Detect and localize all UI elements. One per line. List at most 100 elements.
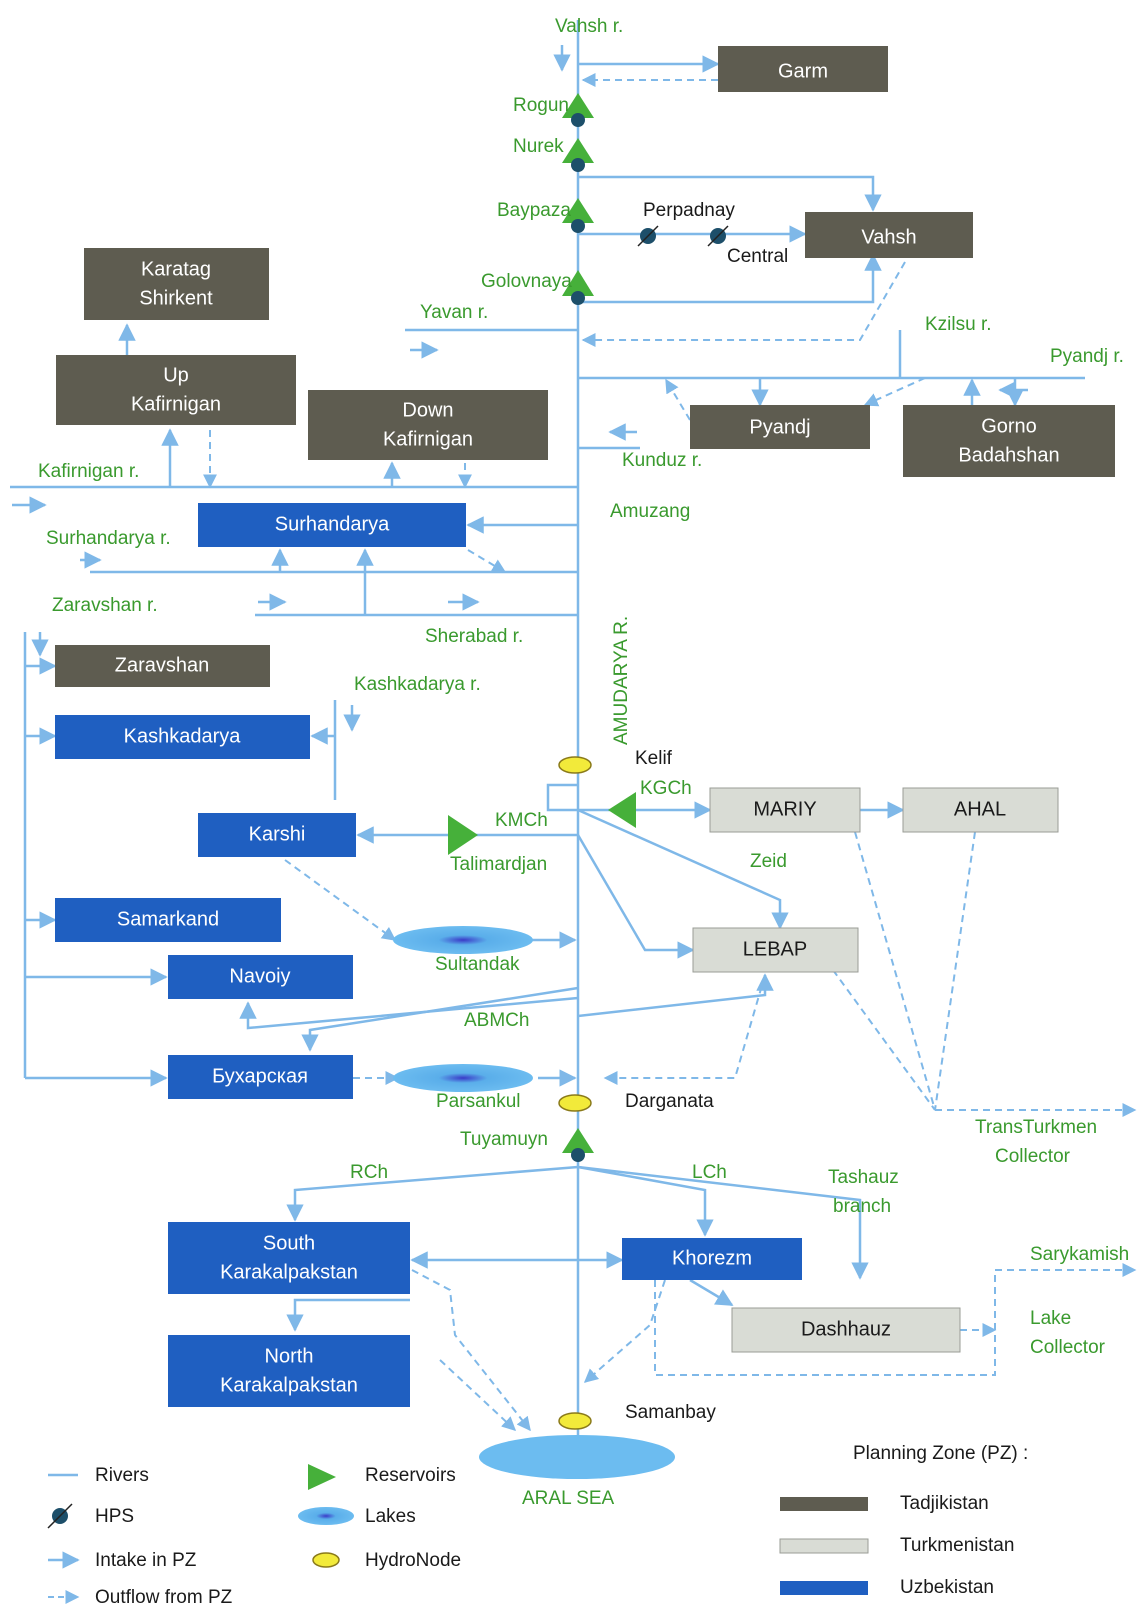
label-rogun: Rogun: [513, 95, 569, 116]
label-amuzang: Amuzang: [610, 501, 690, 522]
legend-intake: Intake in PZ: [95, 1550, 197, 1571]
reservoir-icon: [308, 1464, 336, 1490]
label-vahsh-r: Vahsh r.: [555, 16, 623, 37]
legend-tadjikistan: Tadjikistan: [900, 1493, 989, 1514]
label-branch: branch: [833, 1196, 891, 1217]
svg-text:Samarkand: Samarkand: [117, 908, 219, 930]
svg-text:Karshi: Karshi: [249, 823, 306, 845]
zone-zaravshan: Zaravshan: [55, 645, 270, 687]
zone-kashkadarya: Kashkadarya: [55, 715, 310, 759]
swatch-tadjikistan: [780, 1497, 868, 1511]
reservoir-tuyamuyn: [562, 1128, 594, 1162]
svg-text:South: South: [263, 1232, 315, 1254]
zone-navoiy: Navoiy: [168, 955, 353, 999]
hydronode-icon: [312, 1552, 340, 1568]
zone-south-karakalpakstan: South Karakalpakstan: [168, 1222, 410, 1294]
svg-text:Down: Down: [402, 399, 453, 421]
lake-parsankul: [393, 1064, 533, 1092]
label-kmch: KMCh: [495, 810, 548, 831]
label-sherabad-r: Sherabad r.: [425, 626, 523, 647]
label-kafirnigan-r: Kafirnigan r.: [38, 461, 139, 482]
zone-karshi: Karshi: [198, 813, 356, 857]
legend-outflow: Outflow from PZ: [95, 1587, 233, 1608]
svg-text:Бухарская: Бухарская: [212, 1065, 308, 1087]
label-tashauz: Tashauz: [828, 1167, 899, 1188]
legend-reservoirs: Reservoirs: [365, 1465, 456, 1486]
lake-icon: [298, 1507, 354, 1525]
label-kashkadarya-r: Kashkadarya r.: [354, 674, 481, 695]
label-sultandak: Sultandak: [435, 954, 520, 975]
label-tuyamuyn: Tuyamuyn: [460, 1129, 548, 1150]
legend-hps: HPS: [95, 1506, 134, 1527]
hps-perpadnay-icon: [637, 225, 659, 247]
reservoir-talimardjan: [448, 815, 478, 855]
svg-text:Up: Up: [163, 364, 189, 386]
label-collector: Collector: [995, 1146, 1071, 1167]
legend-uzbekistan: Uzbekistan: [900, 1577, 994, 1598]
svg-text:Navoiy: Navoiy: [229, 965, 290, 987]
label-baypaza: Baypaza: [497, 200, 571, 221]
svg-text:Surhandarya: Surhandarya: [275, 513, 390, 535]
label-lake: Lake: [1030, 1308, 1071, 1329]
svg-text:Kashkadarya: Kashkadarya: [124, 725, 242, 747]
reservoir-rogun: [562, 93, 594, 127]
svg-text:Karakalpakstan: Karakalpakstan: [220, 1374, 358, 1396]
svg-text:Garm: Garm: [778, 60, 828, 82]
svg-text:Karatag: Karatag: [141, 258, 211, 280]
zone-pyandj: Pyandj: [690, 405, 870, 449]
reservoir-baypaza: [562, 198, 594, 233]
label-aral-sea: ARAL SEA: [522, 1488, 615, 1509]
label-amudarya-r: AMUDARYA R.: [611, 616, 632, 745]
label-surhandarya-r: Surhandarya r.: [46, 528, 171, 549]
svg-text:LEBAP: LEBAP: [743, 938, 807, 960]
legend-turkmenistan: Turkmenistan: [900, 1535, 1014, 1556]
zone-down-kafirnigan: Down Kafirnigan: [308, 390, 548, 460]
svg-text:Shirkent: Shirkent: [139, 287, 213, 309]
lake-aral-sea: [479, 1435, 675, 1479]
label-zaravshan-r: Zaravshan r.: [52, 595, 158, 616]
legend-rivers: Rivers: [95, 1465, 149, 1486]
zone-mariy: MARIY: [709, 787, 861, 833]
label-perpadnay: Perpadnay: [643, 200, 735, 221]
hps-icon: [47, 1503, 73, 1529]
hps-central-icon: [707, 225, 729, 247]
svg-text:Karakalpakstan: Karakalpakstan: [220, 1261, 358, 1283]
label-kzilsu-r: Kzilsu r.: [925, 314, 992, 335]
label-kelif: Kelif: [635, 748, 673, 769]
hydronode-darganata: [558, 1094, 592, 1112]
zone-ahal: AHAL: [902, 787, 1059, 833]
label-parsankul: Parsankul: [436, 1091, 521, 1112]
svg-text:North: North: [265, 1345, 314, 1367]
reservoir-nurek: [562, 138, 594, 172]
zone-karatag-shirkent: Karatag Shirkent: [84, 248, 269, 320]
svg-text:Pyandj: Pyandj: [749, 416, 810, 438]
label-golovnaya: Golovnaya: [481, 271, 572, 292]
label-lch: LCh: [692, 1162, 727, 1183]
label-talimardjan: Talimardjan: [450, 854, 547, 875]
svg-text:MARIY: MARIY: [753, 798, 816, 820]
swatch-turkmenistan: [779, 1538, 869, 1554]
zone-bukhara: Бухарская: [168, 1055, 353, 1099]
legend: Rivers HPS Intake in PZ Outflow from PZ …: [47, 1443, 1028, 1608]
label-abmch: ABMCh: [464, 1010, 529, 1031]
lake-sultandak: [393, 926, 533, 954]
reservoir-kgch: [608, 792, 636, 828]
zone-vahsh: Vahsh: [805, 212, 973, 258]
svg-text:Vahsh: Vahsh: [861, 226, 916, 248]
label-pyandj-r: Pyandj r.: [1050, 346, 1124, 367]
svg-text:Kafirnigan: Kafirnigan: [383, 428, 473, 450]
reservoir-golovnaya: [562, 270, 594, 305]
zone-garm: Garm: [718, 46, 888, 92]
zone-surhandarya: Surhandarya: [198, 503, 466, 547]
hydronode-kelif: [558, 756, 592, 774]
label-lake-collector: Collector: [1030, 1337, 1106, 1358]
svg-text:Zaravshan: Zaravshan: [115, 654, 210, 676]
legend-pz-title: Planning Zone (PZ) :: [853, 1443, 1028, 1464]
outflow-network: [203, 73, 1137, 1432]
svg-text:AHAL: AHAL: [954, 798, 1006, 820]
swatch-uzbekistan: [780, 1581, 868, 1595]
svg-text:Gorno: Gorno: [981, 415, 1037, 437]
label-rch: RCh: [350, 1162, 388, 1183]
legend-hydronode: HydroNode: [365, 1550, 461, 1571]
